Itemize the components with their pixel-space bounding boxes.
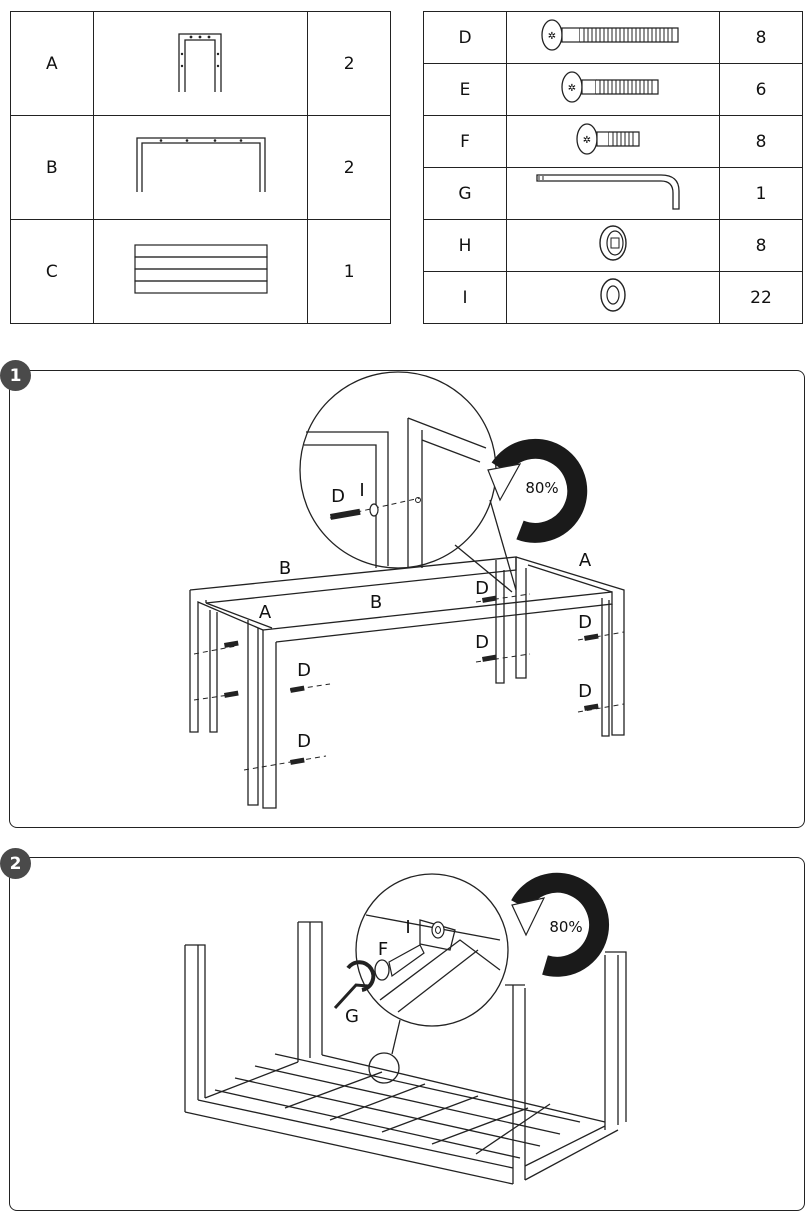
part-qty: 2 [307,115,391,220]
svg-text:✲: ✲ [583,135,591,146]
barrel-nut-icon [506,219,720,272]
part-row-h: H 8 [423,219,803,272]
part-qty: 2 [307,11,391,116]
callout-label: D [297,660,311,681]
part-row-e: E ✲ 6 [423,63,803,116]
part-id: A [10,11,94,116]
callout-label: D [331,486,345,507]
callout-label: F [378,939,388,960]
parts-table-left: A 2 B 2 C [10,11,391,324]
callout-label: I [359,480,364,501]
callout-label: I [405,917,410,938]
torque-arrow-icon [487,438,588,543]
callout-label: D [578,612,592,633]
torque-arrow-icon [511,872,610,977]
short-screw-icon: ✲ [506,115,720,168]
part-row-c: C 1 [10,219,391,324]
step-1-torque-label: 80% [525,479,558,497]
callout-label: B [279,558,291,579]
step-2-badge: 2 [0,848,31,879]
step-2-torque-label: 80% [549,918,582,936]
callout-label: B [370,592,382,613]
step-1-badge: 1 [0,360,31,391]
part-qty: 8 [719,219,803,272]
callout-label: D [297,731,311,752]
medium-screw-icon: ✲ [506,63,720,116]
part-id: G [423,167,507,220]
part-id: C [10,219,94,324]
part-id: F [423,115,507,168]
callout-label: G [345,1006,359,1027]
part-id: B [10,115,94,220]
part-id: H [423,219,507,272]
callout-label: D [475,632,489,653]
part-row-g: G 1 [423,167,803,220]
washer-icon [506,271,720,324]
part-row-d: D ✲ 8 [423,11,803,64]
part-qty: 1 [307,219,391,324]
long-screw-icon: ✲ [506,11,720,64]
part-qty: 6 [719,63,803,116]
tabletop-slats-icon [92,219,309,324]
part-row-a: A 2 [10,11,391,116]
svg-text:✲: ✲ [548,31,556,42]
part-row-i: I 22 [423,271,803,324]
callout-label: A [259,602,272,623]
callout-label: D [475,578,489,599]
part-qty: 22 [719,271,803,324]
side-rail-icon [92,115,309,220]
callout-label: D [578,681,592,702]
part-row-b: B 2 [10,115,391,220]
callout-label: A [579,550,592,571]
svg-text:✲: ✲ [568,83,576,94]
part-id: D [423,11,507,64]
parts-table-right: D ✲ 8 E ✲ 6 F [423,11,803,324]
